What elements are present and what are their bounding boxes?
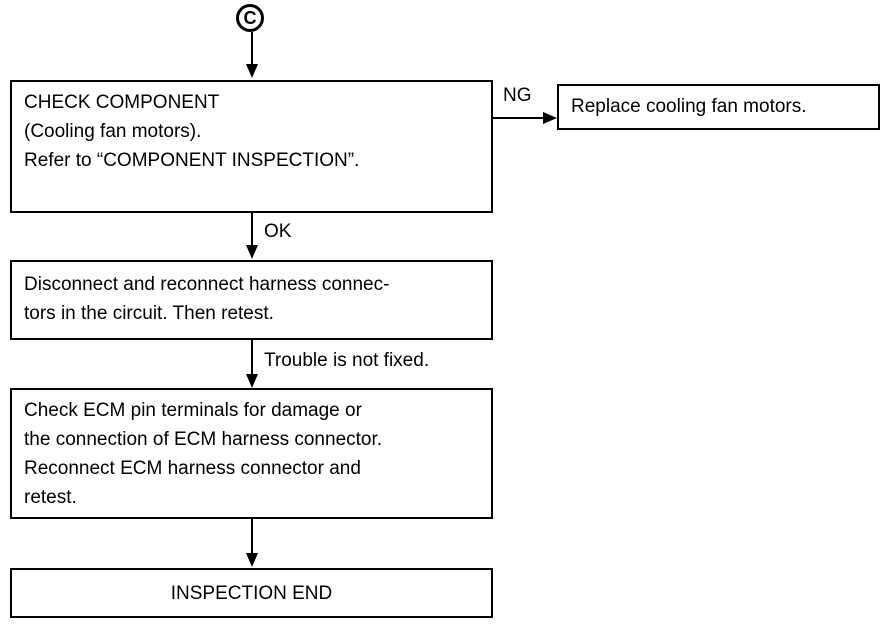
inspection-end-box: INSPECTION END [10,568,493,618]
replace-fan-motors-text: Replace cooling fan motors. [571,96,807,117]
disconnect-reconnect-line1: Disconnect and reconnect harness connec- [24,274,390,295]
ng-label: NG [503,85,532,106]
inspection-end-text: INSPECTION END [170,583,333,604]
replace-fan-motors-box: Replace cooling fan motors. [557,84,880,130]
arrow-check-ecm-to-end [251,519,253,555]
arrowhead-trouble-to-check-ecm [246,374,258,388]
arrowhead-ok-to-disconnect [246,245,258,259]
disconnect-reconnect-line2: tors in the circuit. Then retest. [24,303,274,324]
arrow-ng-to-replace [493,117,545,119]
check-ecm-line3: Reconnect ECM harness connector and [24,458,361,479]
arrow-ok-to-disconnect [251,213,253,247]
check-ecm-line2: the connection of ECM harness connector. [24,429,383,450]
arrowhead-connector-to-check [246,64,258,78]
check-component-line1: CHECK COMPONENT [24,92,220,113]
check-component-line3: Refer to “COMPONENT INSPECTION”. [24,150,360,171]
ok-label: OK [264,221,292,242]
arrowhead-ng-to-replace [543,112,557,124]
check-component-box: CHECK COMPONENT (Cooling fan motors). Re… [10,80,493,213]
check-ecm-line4: retest. [24,487,77,508]
arrowhead-check-ecm-to-end [246,553,258,567]
trouble-not-fixed-label: Trouble is not fixed. [264,350,430,371]
arrow-connector-to-check [251,32,253,66]
check-ecm-line1: Check ECM pin terminals for damage or [24,400,362,421]
connector-c-symbol: C [236,4,264,32]
check-ecm-box: Check ECM pin terminals for damage or th… [10,388,493,519]
disconnect-reconnect-box: Disconnect and reconnect harness connec-… [10,260,493,340]
check-component-line2: (Cooling fan motors). [24,121,202,142]
arrow-trouble-to-check-ecm [251,340,253,376]
